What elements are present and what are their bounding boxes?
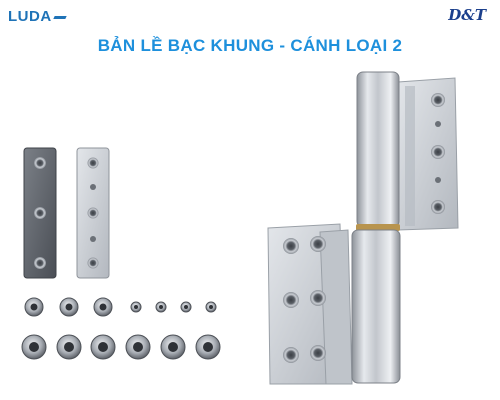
luda-logo: LUDA: [8, 8, 67, 25]
page-title: BẢN LỀ BẠC KHUNG - CÁNH LOẠI 2: [97, 36, 403, 55]
light-mounting-plate: [76, 147, 110, 279]
large-washers-row: [21, 334, 221, 360]
dark-mounting-plate: [23, 147, 57, 279]
small-washers-row: [24, 297, 217, 317]
luda-logo-text: LUDA: [8, 8, 52, 25]
dt-logo: D&T: [448, 6, 486, 24]
hinge: [267, 71, 459, 385]
